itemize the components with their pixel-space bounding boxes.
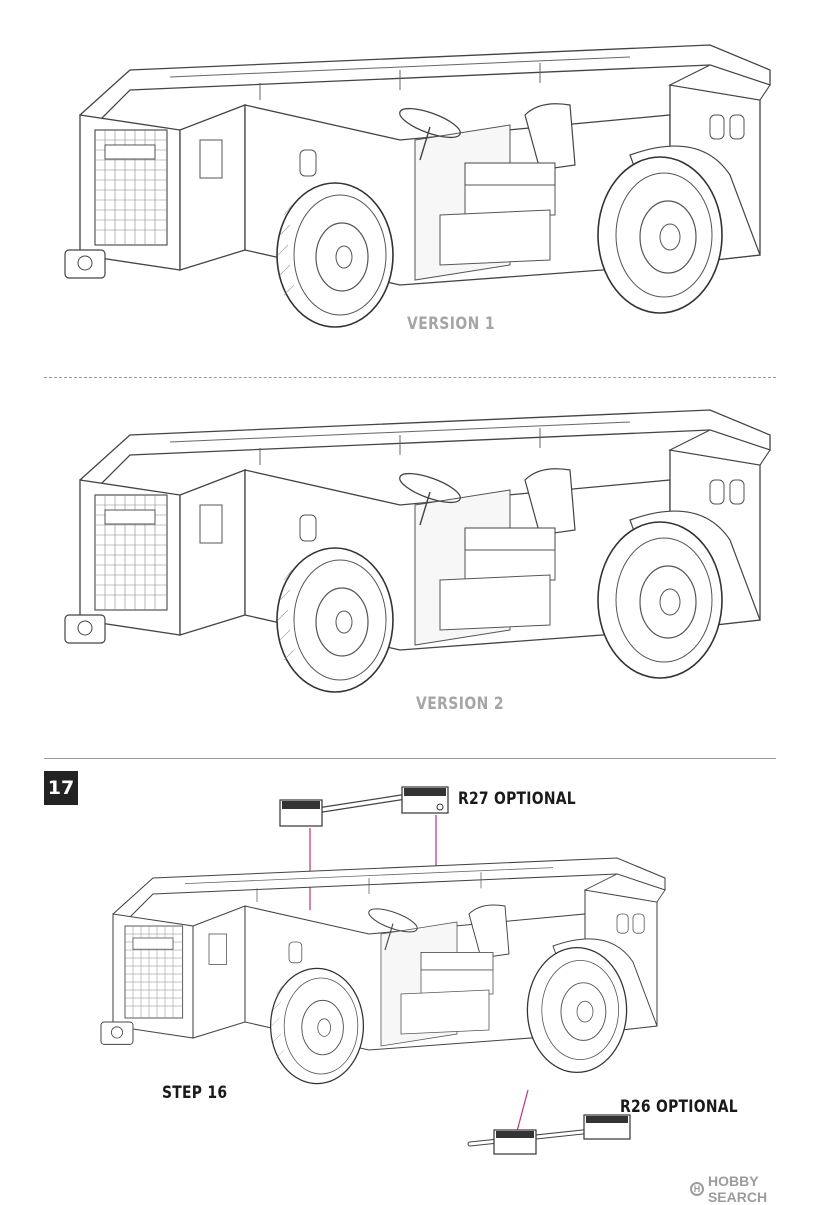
version-2-label: VERSION 2 <box>416 694 505 714</box>
step-16-label: STEP 16 <box>162 1083 228 1103</box>
part-r27 <box>279 786 449 827</box>
section-divider <box>44 758 776 759</box>
assembly-drawing-step-17 <box>100 786 666 1155</box>
r26-optional-label: R26 OPTIONAL <box>620 1097 738 1117</box>
vehicle-drawing-version-1 <box>64 44 771 328</box>
part-r26 <box>467 1114 631 1155</box>
vehicle-drawing-version-2 <box>64 409 771 693</box>
watermark-text: HOBBY SEARCH <box>707 1173 768 1205</box>
hobby-search-logo-icon: H <box>690 1182 704 1196</box>
dashed-divider <box>44 377 776 378</box>
r27-optional-label: R27 OPTIONAL <box>458 789 576 809</box>
step-number-badge: 17 <box>44 771 78 805</box>
version-1-label: VERSION 1 <box>407 314 496 334</box>
watermark: H HOBBY SEARCH <box>690 1173 821 1205</box>
